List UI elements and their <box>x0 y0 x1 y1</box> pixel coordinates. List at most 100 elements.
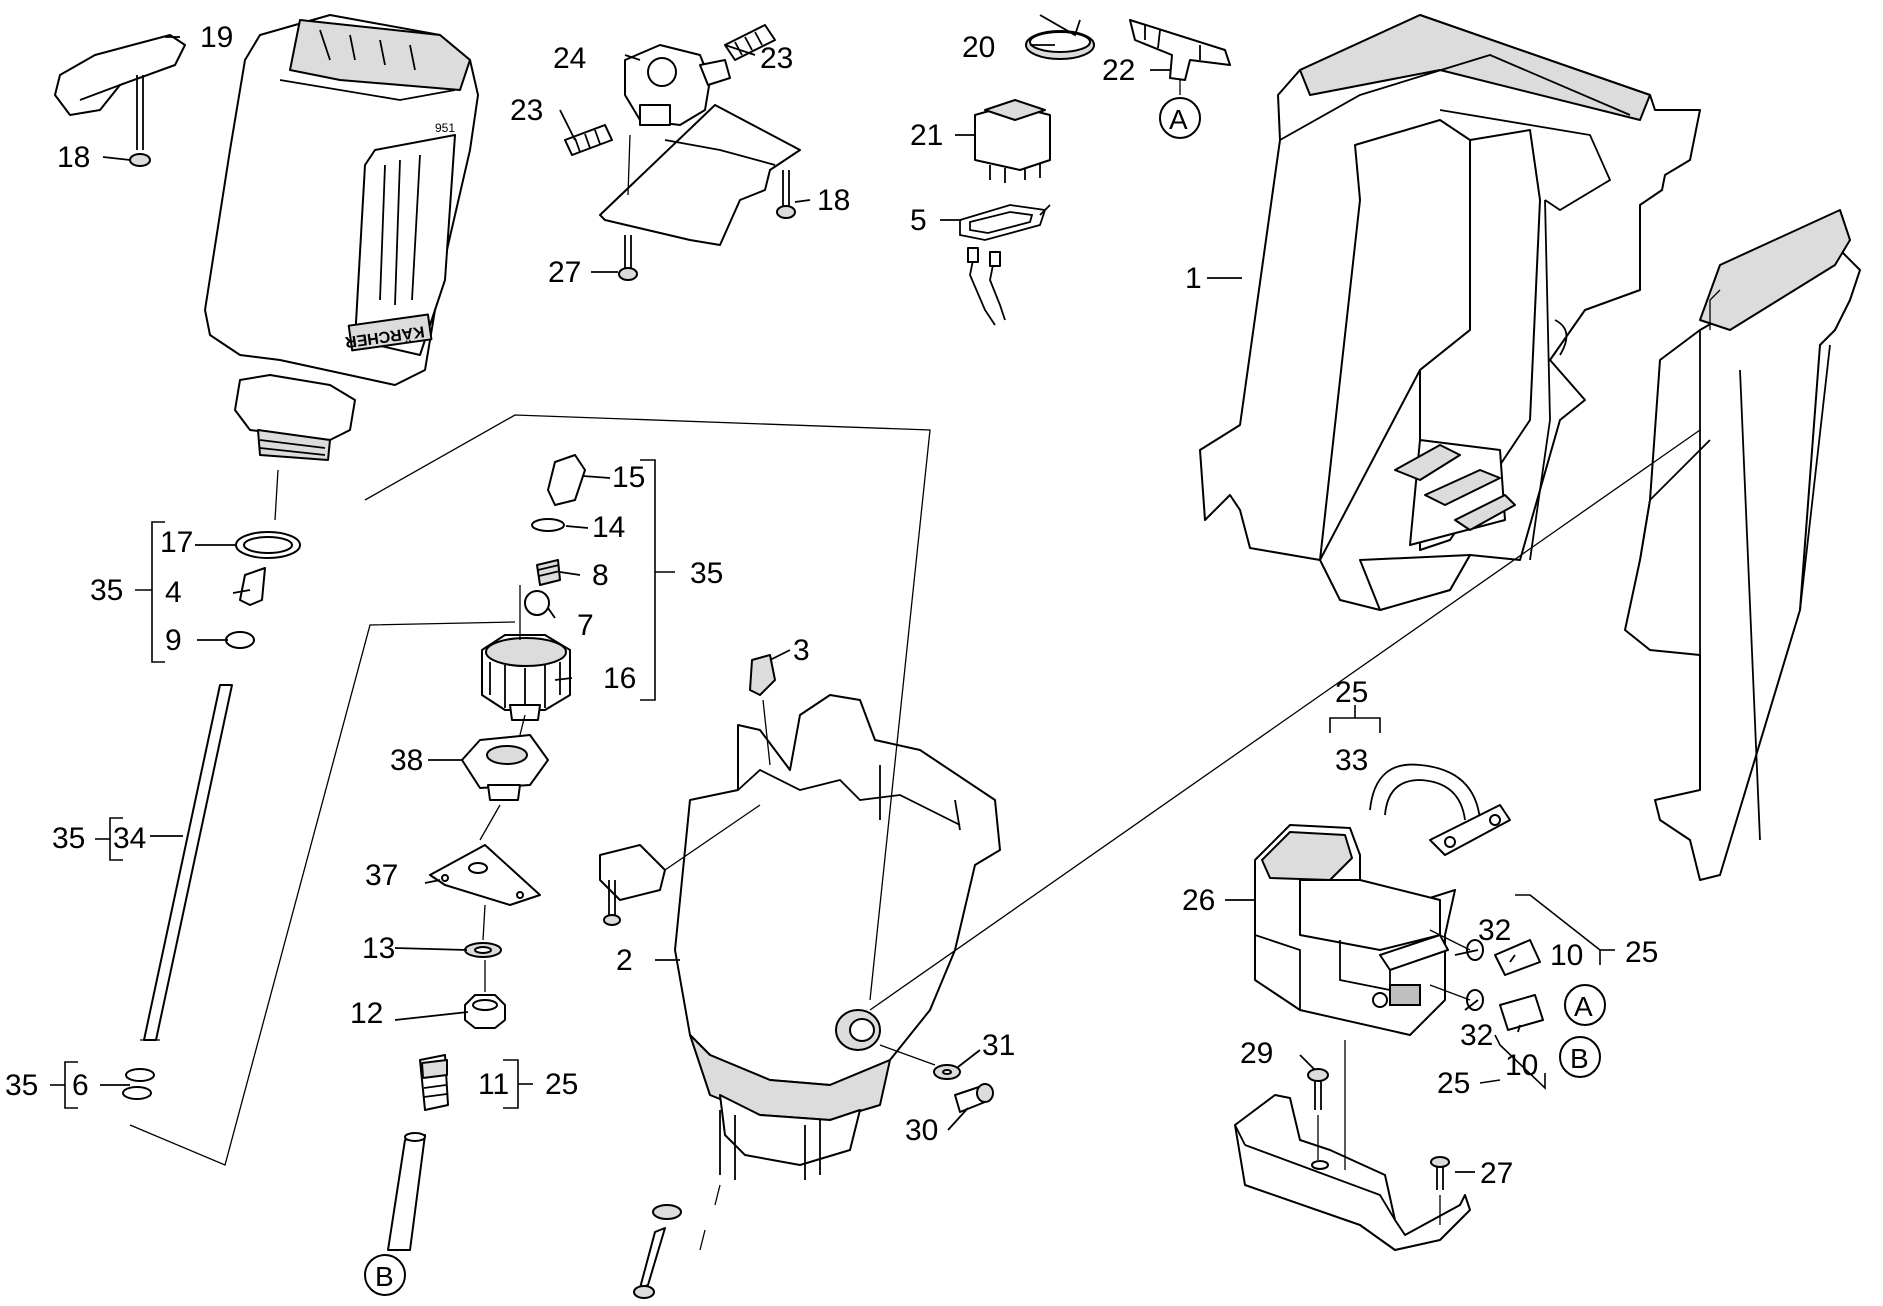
callout-27-bottom: 27 <box>1480 1157 1513 1190</box>
callout-19: 19 <box>200 21 233 54</box>
callout-35-left-top: 35 <box>90 574 123 607</box>
part-12-nut <box>464 994 506 1029</box>
callout-10-bottom: 10 <box>1505 1049 1538 1082</box>
assembly-line-tube <box>129 621 516 1166</box>
part-22-t-connector <box>1129 19 1231 81</box>
detergent-bottle: KÄRCHER 951 <box>204 14 479 461</box>
callout-7: 7 <box>577 609 594 642</box>
part-8-spring <box>536 559 561 586</box>
connector-b-heater-label: B <box>1570 1043 1589 1074</box>
part-17-o-ring <box>235 531 301 559</box>
callout-29: 29 <box>1240 1037 1273 1070</box>
connector-markers: A A B B <box>364 80 1606 1296</box>
callout-20: 20 <box>962 31 995 64</box>
tank-mount-bracket <box>599 804 761 926</box>
callout-12: 12 <box>350 997 383 1030</box>
assembly-line-heater <box>1429 929 1471 1001</box>
part-2-tank <box>674 694 1001 1180</box>
callout-38: 38 <box>390 744 423 777</box>
connector-a-heater <box>1564 984 1606 1026</box>
assembly-line-center <box>479 585 526 992</box>
part-11-fitting <box>419 1054 449 1111</box>
part-6-o-rings <box>122 1068 155 1100</box>
callout-18-left: 18 <box>57 141 90 174</box>
connector-a-top <box>1159 97 1201 139</box>
callout-32-top: 32 <box>1478 914 1511 947</box>
part-13-washer <box>464 942 502 958</box>
callout-32-bottom: 32 <box>1460 1019 1493 1052</box>
part-23-hose-b <box>564 124 613 156</box>
callout-30: 30 <box>905 1114 938 1147</box>
callout-25-top: 25 <box>1335 676 1368 709</box>
part-33-heater-element <box>1369 763 1511 856</box>
part-29-screw <box>1307 1068 1329 1160</box>
part-30-screw <box>954 1083 994 1113</box>
part-7-ball <box>524 590 550 616</box>
part-19-bracket <box>54 34 186 116</box>
part-34-tube <box>140 684 233 1041</box>
callout-26: 26 <box>1182 884 1215 917</box>
tube-to-b <box>387 1132 426 1251</box>
callout-2: 2 <box>616 944 633 977</box>
callout-1: 1 <box>1185 262 1202 295</box>
callout-17: 17 <box>160 526 193 559</box>
part-21-switch <box>974 99 1051 183</box>
part-18-screw-right <box>776 170 796 219</box>
callout-9: 9 <box>165 624 182 657</box>
part-18-screw-left <box>129 75 151 167</box>
part-24-pump <box>624 44 731 126</box>
bottle-part-marking: 951 <box>435 121 455 135</box>
callout-23-left: 23 <box>510 94 543 127</box>
part-15-cap <box>547 454 586 506</box>
callout-labels: 1 2 3 4 5 6 7 8 9 10 10 11 12 13 14 15 1… <box>5 21 1658 1190</box>
part-38-adapter <box>461 734 549 801</box>
tank-bottom-screw <box>633 1184 721 1299</box>
part-20-hose-clamp <box>1025 14 1095 60</box>
assembly-line-tank-side <box>879 1044 936 1066</box>
part-14-seal <box>531 518 565 532</box>
part-3-clip <box>749 654 776 766</box>
part-16-nut <box>481 634 571 721</box>
callout-35-left-bottom: 35 <box>5 1069 38 1102</box>
callout-25-right: 25 <box>1625 936 1658 969</box>
part-26-heater-block <box>1254 824 1456 1036</box>
callout-35-center: 35 <box>690 557 723 590</box>
part-27-screw-bottom <box>1430 1156 1450 1225</box>
callout-13: 13 <box>362 932 395 965</box>
connector-a-top-label: A <box>1169 104 1188 135</box>
assembly-brackets <box>50 459 1615 1109</box>
callout-31: 31 <box>982 1029 1015 1062</box>
assembly-line-tank-housing <box>869 429 1701 1011</box>
callout-18-right: 18 <box>817 184 850 217</box>
callout-34: 34 <box>113 822 146 855</box>
callout-21: 21 <box>910 119 943 152</box>
callout-3: 3 <box>793 634 810 667</box>
part-37-plate <box>429 844 541 906</box>
part-23-hose-a <box>724 24 776 61</box>
connector-b-heater <box>1559 1036 1601 1078</box>
leader-lines <box>100 36 1521 1173</box>
callout-4: 4 <box>165 576 182 609</box>
callout-10-top: 10 <box>1550 939 1583 972</box>
callout-35-left-mid: 35 <box>52 822 85 855</box>
callout-22: 22 <box>1102 54 1135 87</box>
callout-6: 6 <box>72 1069 89 1102</box>
pump-mounting-plate <box>599 104 801 246</box>
part-10-tubes <box>1494 939 1544 1031</box>
assembly-line-bottle <box>274 414 931 1001</box>
connector-b-center-label: B <box>375 1261 394 1292</box>
part-5-gasket <box>959 204 1047 241</box>
part-31-washer <box>933 1064 961 1080</box>
switch-cables <box>967 247 1006 326</box>
callout-25-bottom: 25 <box>1437 1067 1470 1100</box>
part-9-clip <box>225 631 255 649</box>
part-4-valve <box>239 567 266 606</box>
part-27-screw-top <box>618 235 638 281</box>
callout-23-top: 23 <box>760 42 793 75</box>
callout-8: 8 <box>592 559 609 592</box>
callout-11: 11 <box>478 1068 509 1101</box>
callout-27-top: 27 <box>548 256 581 289</box>
part-1-housing <box>1199 14 1861 881</box>
connector-b-center <box>364 1254 406 1296</box>
connector-a-heater-label: A <box>1574 991 1593 1022</box>
